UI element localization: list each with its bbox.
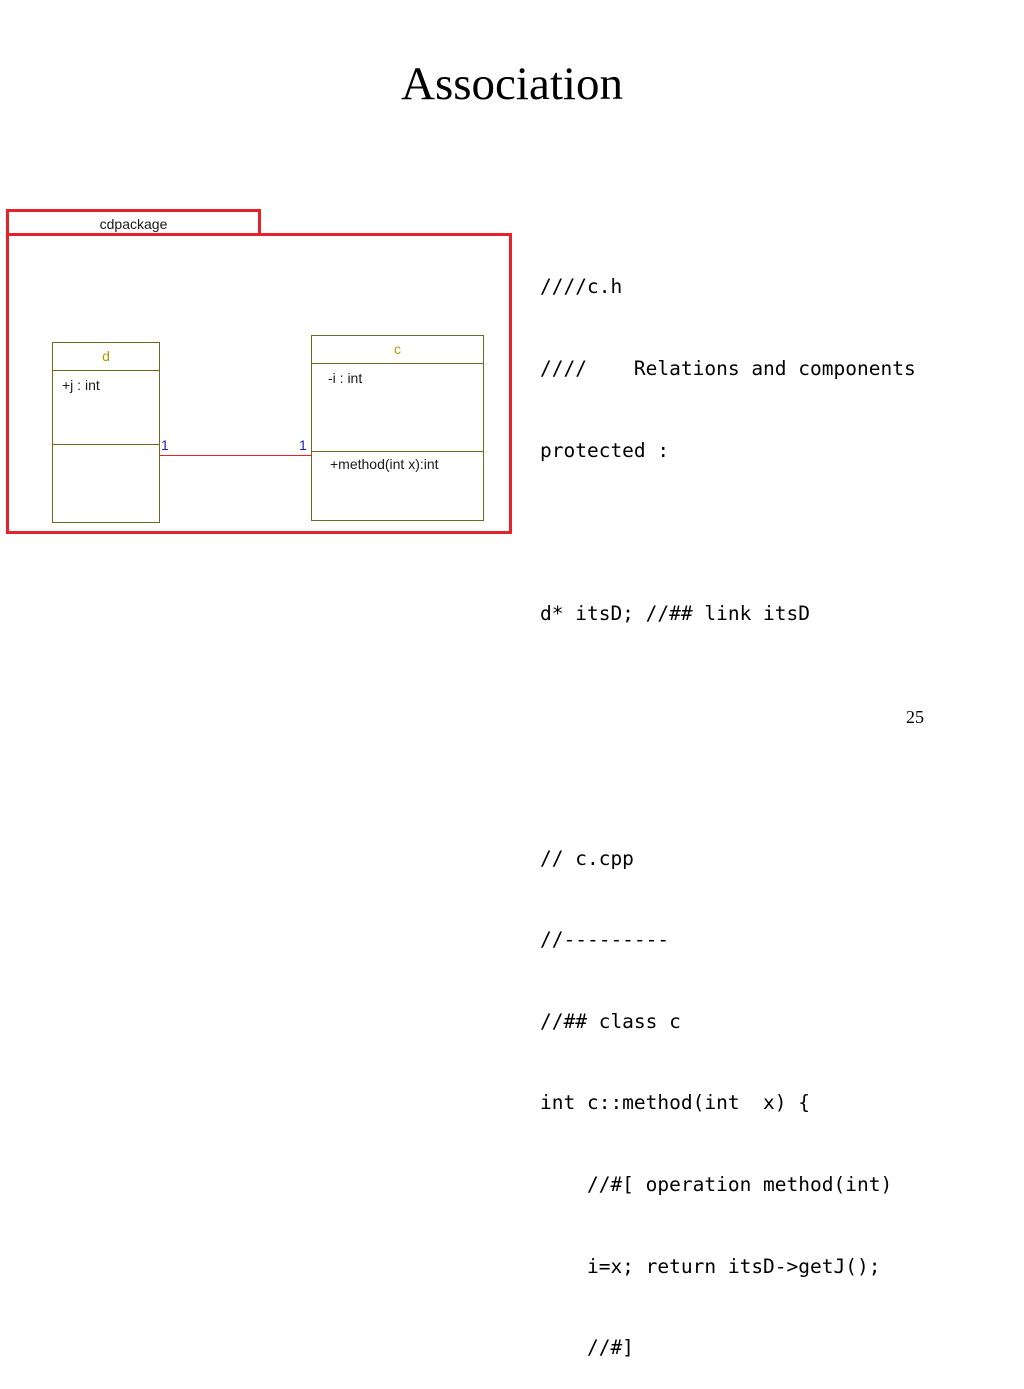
page-number: 25 — [906, 707, 924, 727]
class-d-name: d — [53, 343, 159, 371]
code-line: //#] — [540, 1336, 634, 1360]
code-line — [540, 763, 916, 790]
code-line — [540, 681, 916, 708]
association-line — [159, 455, 312, 456]
multiplicity-d: 1 — [161, 437, 169, 453]
class-d-divider — [53, 444, 159, 445]
code-line: //--------- — [540, 928, 670, 952]
code-line: //## class c — [540, 1009, 681, 1033]
code-line: protected : — [540, 438, 670, 462]
class-c-attribute: -i : int — [328, 370, 363, 386]
class-c-name: c — [312, 336, 483, 364]
class-d-attribute: +j : int — [62, 377, 100, 393]
package-name: cdpackage — [99, 216, 168, 232]
class-c-operation: +method(int x):int — [330, 456, 439, 472]
class-c-divider — [312, 451, 483, 452]
package-tab: cdpackage — [6, 209, 261, 236]
slide-title: Association — [401, 58, 623, 110]
code-line — [540, 518, 916, 545]
code-line: // c.cpp — [540, 846, 634, 870]
multiplicity-c: 1 — [299, 437, 307, 453]
code-line: //#[ operation method(int) — [540, 1172, 893, 1196]
code-line: //// Relations and components — [540, 357, 916, 380]
code-line: d* itsD; //## link itsD — [540, 601, 811, 625]
package-body — [6, 233, 512, 534]
class-d: d +j : int — [52, 342, 160, 523]
code-line: i=x; return itsD->getJ(); — [540, 1254, 881, 1278]
code-line: ////c.h — [540, 275, 623, 299]
class-c: c -i : int +method(int x):int — [311, 335, 484, 521]
code-line: int c::method(int x) { — [540, 1091, 811, 1115]
code-listing: ////c.h //// Relations and components pr… — [540, 219, 916, 1389]
